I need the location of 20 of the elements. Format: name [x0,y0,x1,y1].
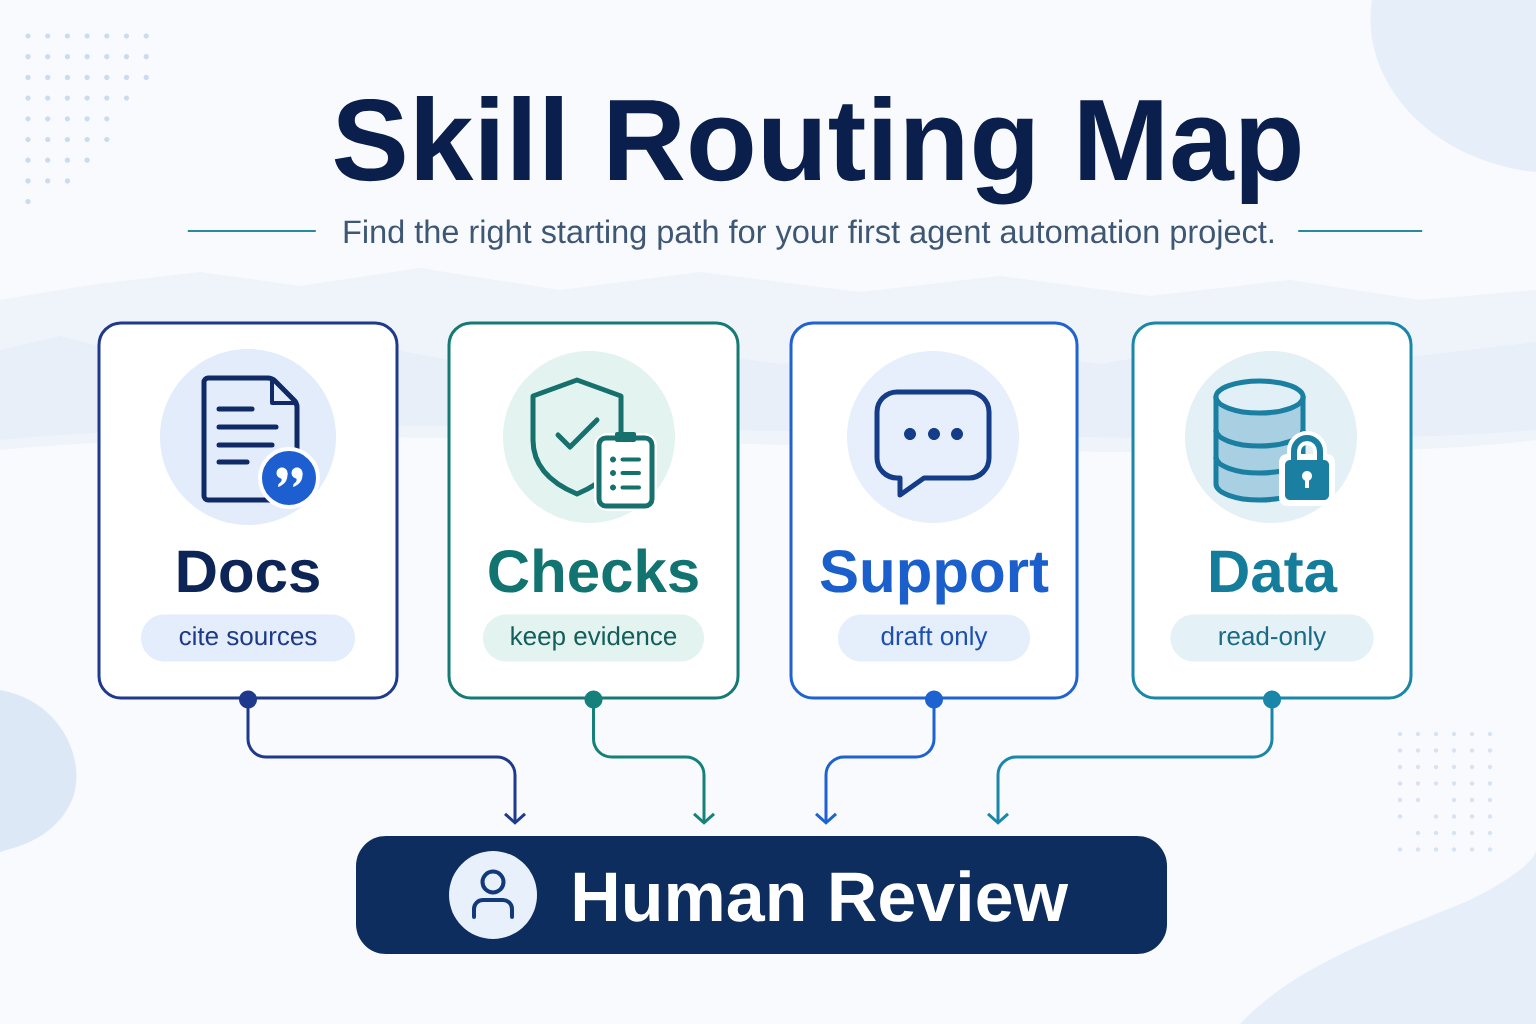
tag-pill: keep evidence [483,614,704,662]
tag-pill: read-only [1170,614,1374,662]
connector-arrow [987,690,1281,825]
card [97,321,399,700]
tag-pill: cite sources [141,614,355,662]
card-title: Support [820,550,1049,605]
card [447,321,740,700]
review-bar [356,836,1167,954]
card [1131,321,1413,700]
card-title: Data [1211,550,1338,593]
connector-arrow [815,690,943,825]
connector-arrow [584,690,715,825]
tag-pill: draft only [838,614,1030,662]
card-title: Docs [178,550,319,593]
card [789,321,1079,700]
subtitle: Find the right starting path for your first agent automation project. [344,219,1273,250]
card-title: Checks [489,548,698,593]
bar-label: Human Review [574,870,1069,922]
title: Skill Routing Map [334,95,1300,205]
connector-arrow [239,690,526,825]
